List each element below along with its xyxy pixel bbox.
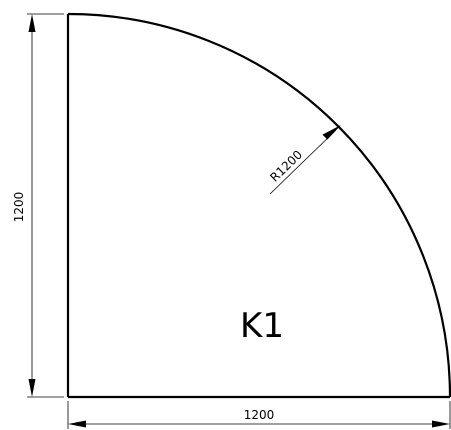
radius-dimension-label: R1200 [267,148,305,185]
width-arrow-left [68,420,86,428]
quarter-circle-shape [66,12,451,399]
radius-dimension: R1200 [267,125,341,195]
width-dimension-label: 1200 [244,408,275,422]
radius-leader-line [269,129,337,195]
height-arrow-bottom [28,379,36,397]
width-arrow-right [432,420,450,428]
radius-arrow [322,125,341,140]
width-dimension: 1200 [67,401,451,429]
height-dimension: 1200 [12,13,64,398]
height-dimension-label: 1200 [12,192,26,223]
height-arrow-top [28,14,36,32]
shape-label: K1 [240,306,284,346]
shape-arc-edge [67,12,451,398]
